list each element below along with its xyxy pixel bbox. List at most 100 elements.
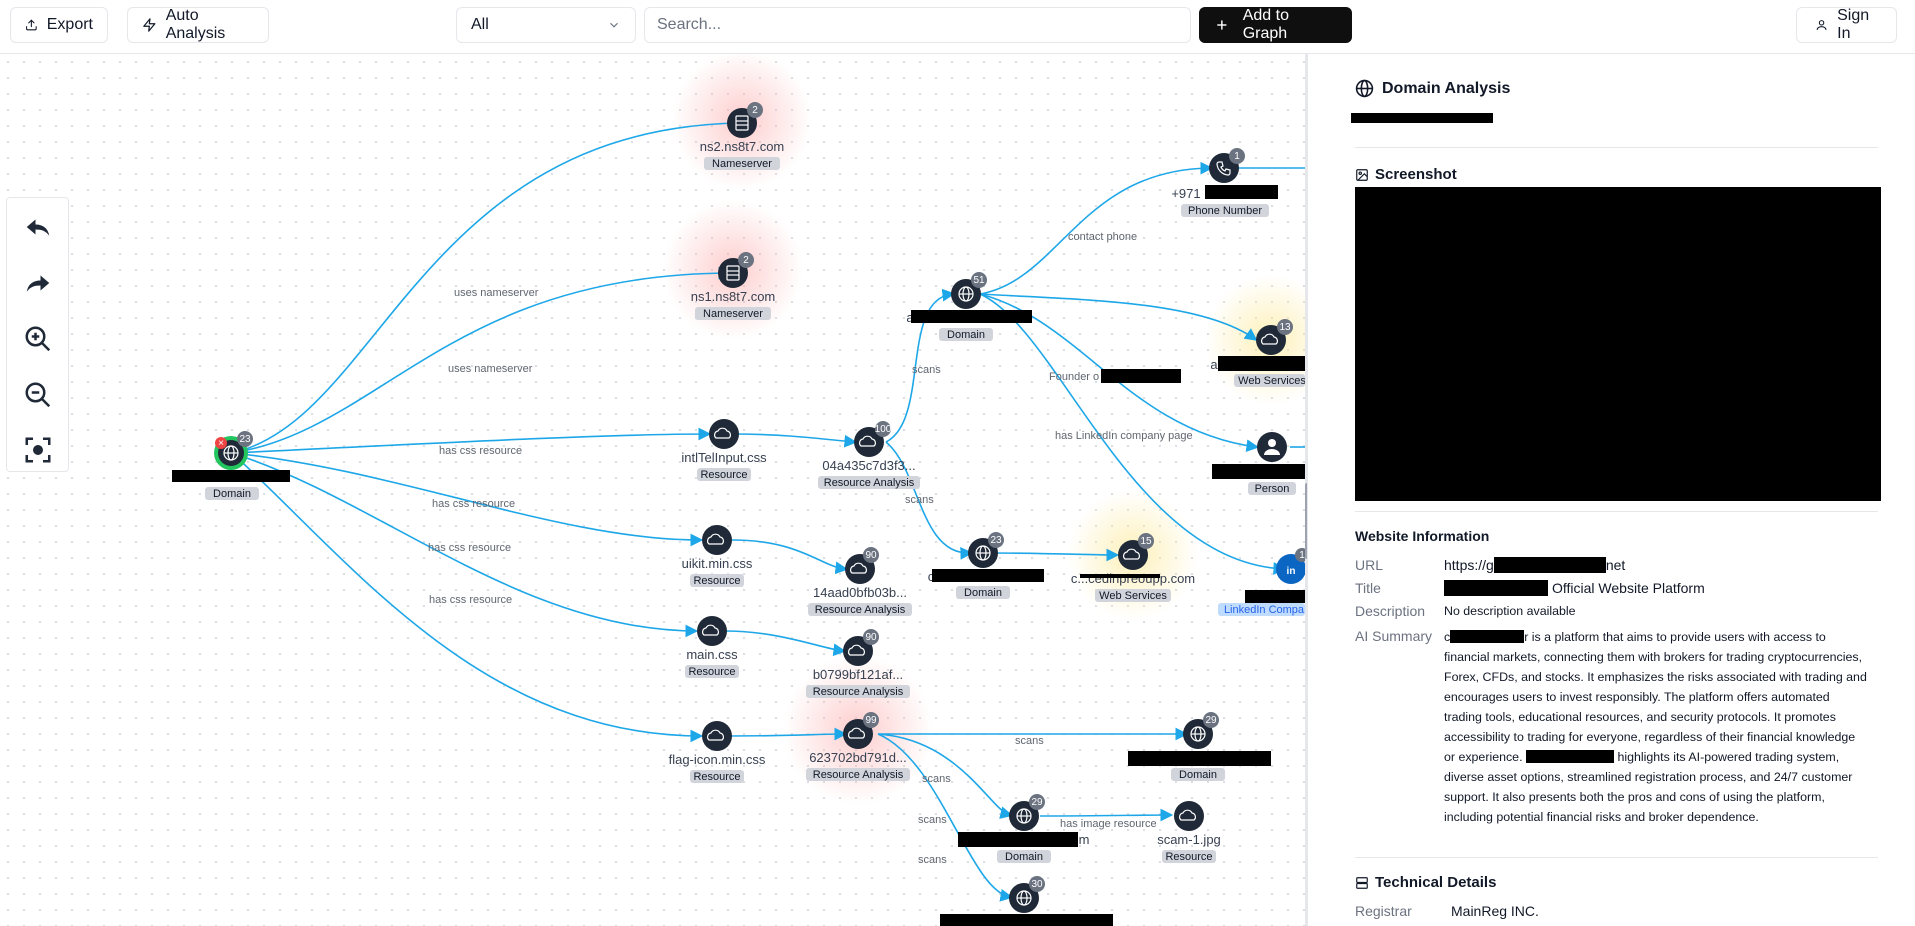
redo-button[interactable] [21, 266, 55, 300]
redaction [1245, 590, 1305, 603]
node-type-badge [806, 768, 910, 781]
edge-label: has image resource [1060, 818, 1157, 830]
node-domain-29a[interactable]: 29 Domain [1128, 712, 1271, 781]
edge [231, 452, 704, 743]
node-resource-analysis-1[interactable]: 100 04a435c7d3f3... Resource Analysis [818, 421, 920, 489]
node-type: Domain [1005, 851, 1043, 863]
close-icon[interactable] [215, 437, 227, 449]
node-domain-51[interactable]: 51 a Domain [906, 272, 1032, 341]
node-main-css[interactable]: main.css Resource [685, 616, 739, 678]
node-type-badge [685, 665, 739, 678]
fit-view-icon [25, 437, 51, 463]
graph-canvas[interactable]: uses nameserver uses nameserver has css … [0, 54, 1305, 926]
description-key: Description [1355, 603, 1426, 619]
count-badge-text: 90 [865, 550, 877, 561]
node-type-badge [1162, 850, 1216, 863]
node-type: Domain [1179, 769, 1217, 781]
edge-label: scans [918, 814, 947, 826]
edge-label: scans [912, 364, 941, 376]
edge-label: has css resource [439, 445, 522, 457]
registrar-value: MainReg INC. [1451, 903, 1539, 919]
count-badge-text: 23 [239, 434, 251, 445]
node-ns2[interactable]: 2 ns2.ns8t7.com Nameserver [700, 102, 785, 170]
cloud-icon [1123, 548, 1140, 560]
title-value: Official Website Platform [1552, 580, 1705, 596]
node-resource-analysis-3[interactable]: 90 b0799bf121af... Resource Analysis [806, 629, 910, 698]
node-domain-23[interactable]: 23 c Domain [928, 532, 1044, 599]
export-label: Export [46, 16, 93, 33]
website-screenshot[interactable] [1355, 187, 1881, 501]
node-uikit[interactable]: uikit.min.css Resource [682, 525, 753, 587]
node-scam-jpg[interactable]: scam-1.jpg Resource [1157, 801, 1221, 863]
node-type: Resource [1165, 851, 1212, 863]
auto-analysis-button[interactable]: Auto Analysis [127, 7, 269, 43]
export-button[interactable]: Export [10, 7, 108, 43]
undo-button[interactable] [21, 210, 55, 244]
sign-in-button[interactable]: Sign In [1796, 7, 1897, 43]
edge-label: has css resource [432, 498, 515, 510]
graph-svg[interactable]: uses nameserver uses nameserver has css … [0, 54, 1305, 926]
count-badge-text: 30 [1031, 879, 1043, 890]
node-name: m [1079, 832, 1090, 847]
node-name: 14aad0bfb03b... [813, 585, 907, 600]
edge [231, 427, 712, 454]
panel-subtitle [1351, 112, 1493, 126]
zoom-out-icon [25, 382, 51, 408]
node-phone[interactable]: 1 +971 Phone Number [1171, 148, 1278, 217]
node-domain-29b[interactable]: 29 m Domain [958, 794, 1089, 863]
redaction [1218, 356, 1305, 371]
node-person[interactable]: Person [1212, 432, 1305, 495]
count-badge-text: 29 [1031, 797, 1043, 808]
node-type: Nameserver [712, 158, 772, 170]
node-name: main.css [686, 647, 738, 662]
cloud-icon [707, 729, 724, 741]
node-web-services-15[interactable]: 15 c...cedinpreoupp.com Web Services [1071, 533, 1195, 602]
count-badge [747, 102, 763, 118]
node-linkedin[interactable]: in 1 LinkedIn Compa [1218, 548, 1305, 616]
title-value-wrap: Official Website Platform [1444, 580, 1705, 596]
node-ns1[interactable]: 2 ns1.ns8t7.com Nameserver [691, 252, 776, 320]
count-badge [1029, 876, 1045, 892]
node-type: Nameserver [703, 308, 763, 320]
count-badge [1277, 319, 1293, 335]
zoom-out-button[interactable] [21, 378, 55, 412]
redaction [1128, 751, 1271, 766]
close-x: × [218, 438, 224, 449]
fit-view-button[interactable] [21, 433, 55, 467]
user-icon [1816, 20, 1827, 30]
node-type-badge [695, 307, 771, 320]
filter-select[interactable]: All [456, 7, 636, 43]
edge [979, 161, 1214, 295]
node-name: c [928, 569, 935, 584]
node-flag-icon-css[interactable]: flag-icon.min.css Resource [669, 721, 766, 783]
node-type-badge [1218, 603, 1305, 616]
edge [885, 288, 956, 443]
count-badge-text: 51 [973, 275, 985, 286]
node-name: b0799bf121af... [813, 667, 903, 682]
zoom-in-button[interactable] [21, 322, 55, 356]
add-to-graph-button[interactable]: Add to Graph [1199, 7, 1352, 43]
redaction [911, 310, 1032, 323]
graph-edges [231, 116, 1305, 902]
redaction [1351, 113, 1493, 123]
node-root-domain[interactable]: × 23 Domain [172, 431, 290, 500]
node-intltelinput[interactable]: intlTelInput.css Resource [681, 419, 767, 481]
node-domain-30[interactable]: 30 [940, 876, 1113, 926]
node-type: Resource Analysis [813, 686, 904, 698]
node-type: Domain [213, 488, 251, 500]
node-web-services-13[interactable]: 13 a Web Services [1210, 319, 1305, 387]
search-input[interactable] [644, 7, 1191, 43]
globe-icon [1355, 79, 1374, 98]
node-name: ns2.ns8t7.com [700, 139, 785, 154]
redaction [1493, 557, 1606, 573]
node-resource-analysis-2[interactable]: 90 14aad0bfb03b... Resource Analysis [808, 547, 912, 616]
count-badge [738, 252, 754, 268]
redaction [1212, 464, 1305, 479]
node-resource-analysis-4[interactable]: 99 623702bd791d... Resource Analysis [806, 712, 910, 781]
node-type-badge [690, 574, 744, 587]
url-key: URL [1355, 557, 1384, 573]
count-badge [1138, 533, 1154, 549]
divider [1355, 147, 1878, 148]
cloud-icon [707, 533, 724, 545]
